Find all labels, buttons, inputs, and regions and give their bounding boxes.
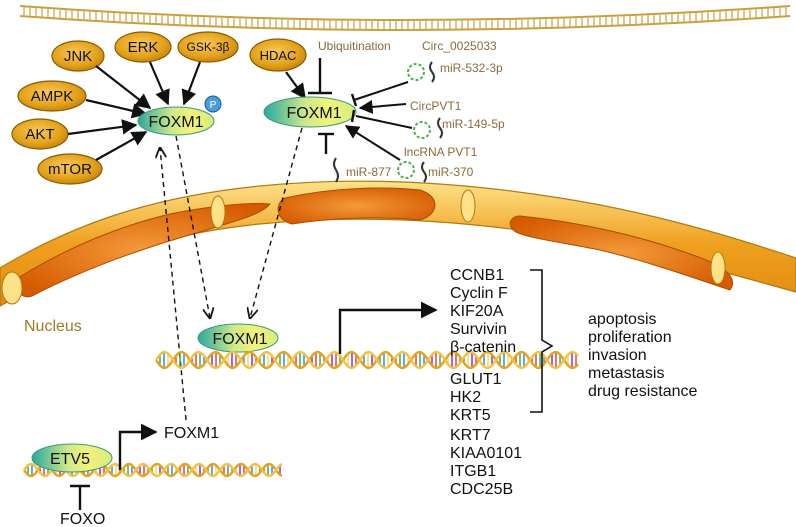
hdac <box>249 38 307 72</box>
cell-membrane <box>19 5 791 31</box>
kinase-jnk-label: JNK <box>64 48 92 65</box>
circ-0025033-label: Circ_0025033 <box>422 39 497 53</box>
etv5-label: ETV5 <box>50 451 90 468</box>
foxm1-regulated-label: FOXM1 <box>286 105 341 122</box>
kinase-erk-label: ERK <box>128 39 159 56</box>
circrna-icon <box>413 121 431 139</box>
dna-helix-main <box>155 350 579 370</box>
mirna-squiggle-icon <box>437 117 443 139</box>
phosphate-label: P <box>210 100 217 111</box>
nuclear-pore-left <box>1 271 23 305</box>
mir-532-inhibit <box>353 81 409 101</box>
foxm1-regulated <box>263 96 357 128</box>
gene-item: KRT5 <box>450 407 491 424</box>
mir-532-label: miR-532-3p <box>440 61 503 75</box>
dna-strand <box>155 350 579 370</box>
outcome-item: apoptosis <box>588 311 657 328</box>
circrna-icon <box>407 63 425 81</box>
transcription-arrow <box>338 301 438 354</box>
translocation-arrows <box>160 127 303 421</box>
etv5-transcription-arrow <box>118 423 158 470</box>
ubiquitination-label: Ubiquitination <box>318 39 391 53</box>
gene-item: Cyclin F <box>450 285 508 302</box>
kinase-group: JNK ERK GSK-3β AMPK AKT mTOR <box>11 31 239 185</box>
foxm1-cytoplasm-phospho <box>137 106 215 136</box>
kinase-jnk <box>51 40 105 72</box>
gene-item: GLUT1 <box>450 371 502 388</box>
hdac-arrow <box>285 71 306 100</box>
dna-strand <box>155 350 579 370</box>
mir-370-label: miR-370 <box>428 165 474 179</box>
gene-item: ITGB1 <box>450 463 496 480</box>
mir-149-inhibit <box>355 115 413 129</box>
nuclear-pore <box>710 251 726 285</box>
hdac-label: HDAC <box>260 48 297 63</box>
outcome-item: invasion <box>588 347 647 364</box>
nuclear-pore <box>460 189 476 223</box>
etv5 <box>31 443 113 473</box>
circrna-icon <box>397 161 415 179</box>
ubiquitination-inhibit <box>308 58 332 95</box>
gene-item: β-catenin <box>450 339 516 356</box>
kinase-gsk3b <box>177 31 239 63</box>
lncrna-pvt1-arrow <box>344 125 401 161</box>
outcome-item: drug resistance <box>588 383 697 400</box>
kinase-ampk <box>17 80 87 112</box>
lncrna-pvt1-label: lncRNA PVT1 <box>404 145 478 159</box>
outcome-item: proliferation <box>588 329 672 346</box>
foxo-inhibit <box>70 484 90 510</box>
nuclear-envelope <box>0 180 796 307</box>
kinase-erk <box>114 31 172 63</box>
foxm1-cytoplasm-label: FOXM1 <box>148 114 203 131</box>
circpvt1-label: CircPVT1 <box>410 99 462 113</box>
kinase-arrows <box>67 61 202 161</box>
gene-item: KIAA0101 <box>450 445 522 462</box>
foxm1-nuclear-label: FOXM1 <box>212 331 267 348</box>
mirna-squiggle-icon <box>421 161 427 183</box>
mir-877-inhibit <box>318 132 334 154</box>
gene-item: CDC25B <box>450 481 513 498</box>
kinase-akt-label: AKT <box>25 126 54 143</box>
target-gene-list: CCNB1 Cyclin F KIF20A Survivin β-catenin… <box>450 267 522 498</box>
gene-item: Survivin <box>450 321 507 338</box>
kinase-mtor <box>37 153 103 185</box>
mir-149-label: miR-149-5p <box>442 117 505 131</box>
circpvt1-arrow <box>358 99 407 114</box>
mirna-squiggle-icon <box>333 157 339 183</box>
mirna-squiggle-icon <box>429 61 435 83</box>
phosphate-badge <box>204 95 222 113</box>
gene-item: CCNB1 <box>450 267 504 284</box>
gene-bracket <box>530 269 554 413</box>
gene-item: KRT7 <box>450 427 491 444</box>
nuclear-pore <box>210 195 226 229</box>
mir-877-label: miR-877 <box>346 165 392 179</box>
foxm1-gene-label: FOXM1 <box>164 425 219 442</box>
kinase-ampk-label: AMPK <box>31 88 74 105</box>
outcome-item: metastasis <box>588 365 664 382</box>
nucleus-label: Nucleus <box>24 318 82 335</box>
outcome-list: apoptosis proliferation invasion metasta… <box>588 311 697 400</box>
foxo-label: FOXO <box>60 511 105 527</box>
kinase-gsk3b-label: GSK-3β <box>187 40 230 54</box>
gene-item: HK2 <box>450 389 481 406</box>
kinase-mtor-label: mTOR <box>48 161 92 178</box>
gene-item: KIF20A <box>450 303 504 320</box>
foxm1-nuclear <box>197 323 279 353</box>
